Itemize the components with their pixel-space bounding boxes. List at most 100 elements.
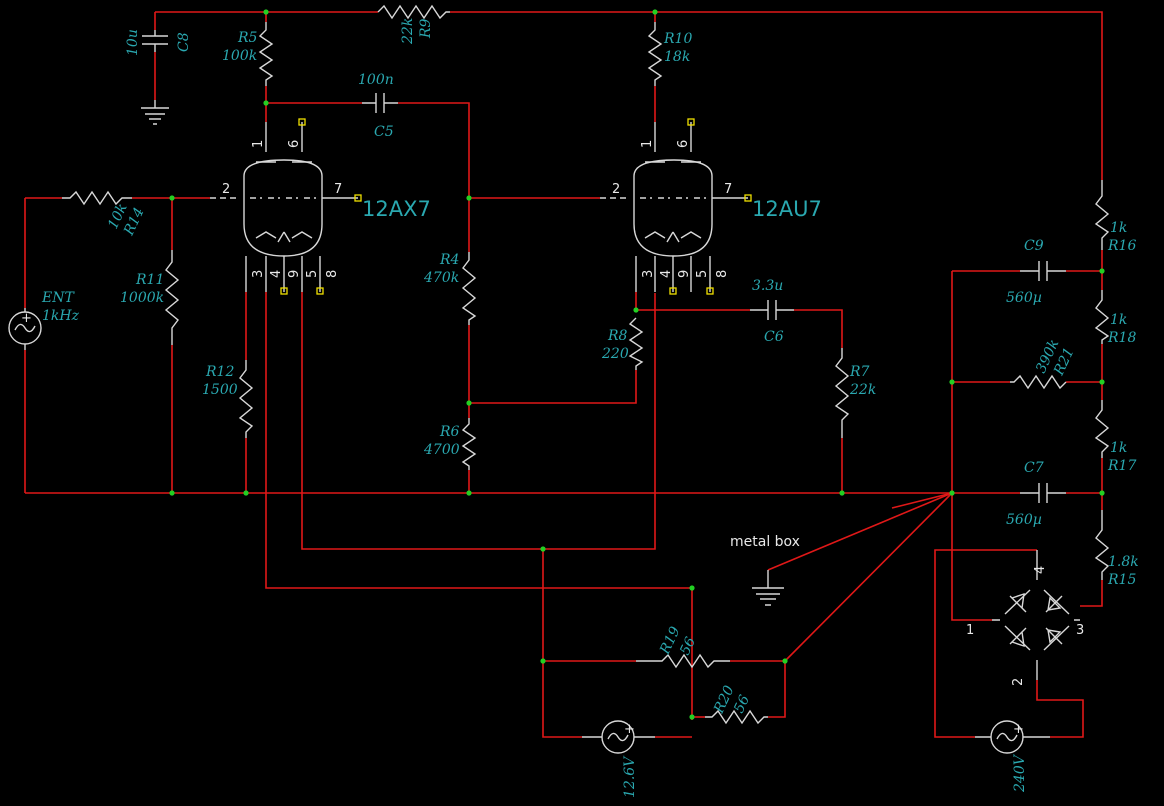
- tube1-pin-4: 4: [269, 270, 284, 278]
- label-r15-ref: R15: [1107, 572, 1136, 588]
- label-c9-ref: C9: [1024, 238, 1044, 254]
- junction-dots: [169, 9, 1105, 720]
- label-r16-value: 1k: [1110, 220, 1127, 236]
- label-r15-value: 1.8k: [1108, 554, 1139, 570]
- label-bridge-pin2: 2: [1011, 678, 1026, 686]
- svg-text:+: +: [624, 722, 635, 737]
- label-tube1-name: 12AX7: [362, 197, 431, 221]
- label-tube2-name: 12AU7: [752, 197, 822, 221]
- label-heater-voltage: 12.6V: [622, 755, 638, 798]
- resistor-r21: [1010, 374, 1067, 390]
- ac-source-ent: +: [8, 308, 42, 350]
- resistors: [62, 4, 1110, 725]
- label-r4-ref: R4: [439, 252, 459, 268]
- label-c9-value: 560µ: [1006, 290, 1042, 306]
- tube2-pin-6: 6: [676, 140, 691, 148]
- ground-icon-metal-box: [752, 570, 784, 606]
- resistor-r5: [258, 22, 274, 86]
- tube2-pin-numbers: 1 6 2 7 3 4 9 5 8: [612, 140, 732, 278]
- label-bridge-pin1: 1: [966, 623, 974, 638]
- svg-text:+: +: [1013, 722, 1024, 737]
- resistor-r4: [461, 252, 477, 325]
- label-c5-value: 100n: [358, 72, 394, 88]
- label-r8-ref: R8: [607, 328, 628, 344]
- resistor-r6: [461, 418, 477, 470]
- resistor-r7: [834, 348, 850, 438]
- tube-12ax7: [210, 118, 362, 295]
- label-r7-ref: R7: [849, 364, 870, 380]
- resistor-r14: [62, 190, 132, 206]
- label-c6-ref: C6: [764, 329, 784, 345]
- resistor-r16: [1094, 180, 1110, 250]
- svg-text:+: +: [21, 311, 32, 326]
- label-r17-value: 1k: [1110, 440, 1127, 456]
- tube2-pin-5: 5: [695, 270, 710, 278]
- label-r12-value: 1500: [202, 382, 238, 398]
- resistor-r19: [636, 653, 730, 669]
- tube1-pin-3: 3: [251, 270, 266, 278]
- label-r11-ref: R11: [135, 272, 164, 288]
- label-r4-value: 470k: [423, 270, 459, 286]
- tube2-pin-1: 1: [640, 140, 655, 148]
- label-ent-ref: ENT: [41, 290, 75, 306]
- tube2-pin-3: 3: [641, 270, 656, 278]
- capacitor-c9: [1020, 261, 1066, 281]
- label-r8-value: 220: [601, 346, 629, 362]
- label-r12-ref: R12: [205, 364, 234, 380]
- tube-12au7: [600, 118, 752, 295]
- resistor-r18: [1094, 290, 1110, 344]
- label-c5-ref: C5: [374, 124, 394, 140]
- label-bridge-pin3: 3: [1076, 623, 1084, 638]
- label-metal-box: metal box: [730, 534, 800, 550]
- tube1-pin-1: 1: [251, 140, 266, 148]
- label-r10-value: 18k: [664, 49, 690, 65]
- label-c8-value: 10u: [125, 29, 141, 56]
- tube1-pin-7: 7: [334, 182, 342, 197]
- ground-icon-c8: [141, 100, 169, 125]
- capacitor-c5: [362, 93, 398, 113]
- tube1-pin-9: 9: [287, 270, 302, 278]
- ac-source-heater: +: [582, 720, 655, 754]
- capacitor-c8: [142, 30, 168, 52]
- label-r11-value: 1000k: [120, 290, 164, 306]
- label-r17-ref: R17: [1107, 458, 1136, 474]
- label-r18-ref: R18: [1107, 330, 1136, 346]
- tube2-pin-2: 2: [612, 182, 620, 197]
- resistor-r15: [1094, 510, 1110, 580]
- resistor-r17: [1094, 400, 1110, 458]
- tube2-pin-4: 4: [659, 270, 674, 278]
- label-r5-value: 100k: [222, 48, 257, 64]
- tube1-pin-6: 6: [287, 140, 302, 148]
- capacitor-c7: [1020, 483, 1066, 503]
- capacitors: [142, 30, 1066, 503]
- label-r9-value: 22k: [400, 18, 416, 45]
- label-c6-value: 3.3u: [752, 278, 783, 294]
- label-mains-voltage: 240V: [1012, 753, 1028, 793]
- label-r18-value: 1k: [1110, 312, 1127, 328]
- label-bridge-pin4: 4: [1033, 566, 1048, 574]
- resistor-r12: [238, 360, 254, 438]
- resistor-r9: [377, 4, 450, 20]
- tube2-pin-7: 7: [724, 182, 732, 197]
- tube2-pin-8: 8: [715, 270, 730, 278]
- label-c7-ref: C7: [1024, 460, 1044, 476]
- capacitor-c6: [750, 300, 794, 320]
- label-c7-value: 560µ: [1006, 512, 1042, 528]
- label-ent-value: 1kHz: [42, 308, 80, 324]
- tube1-pin-numbers: 1 6 2 7 3 4 9 5 8: [222, 140, 342, 278]
- label-r6-value: 4700: [423, 442, 460, 458]
- resistor-r10: [647, 22, 663, 86]
- label-r6-ref: R6: [439, 424, 460, 440]
- tube2-pin-9: 9: [677, 270, 692, 278]
- resistor-r11: [164, 250, 180, 345]
- label-r5-ref: R5: [237, 30, 258, 46]
- label-r7-value: 22k: [849, 382, 876, 398]
- label-r16-ref: R16: [1107, 238, 1136, 254]
- tube1-pin-5: 5: [305, 270, 320, 278]
- tube1-pin-8: 8: [325, 270, 340, 278]
- bridge-rectifier: [992, 550, 1080, 680]
- tube1-pin-2: 2: [222, 182, 230, 197]
- label-r10-ref: R10: [663, 31, 692, 47]
- resistor-r8: [628, 317, 644, 370]
